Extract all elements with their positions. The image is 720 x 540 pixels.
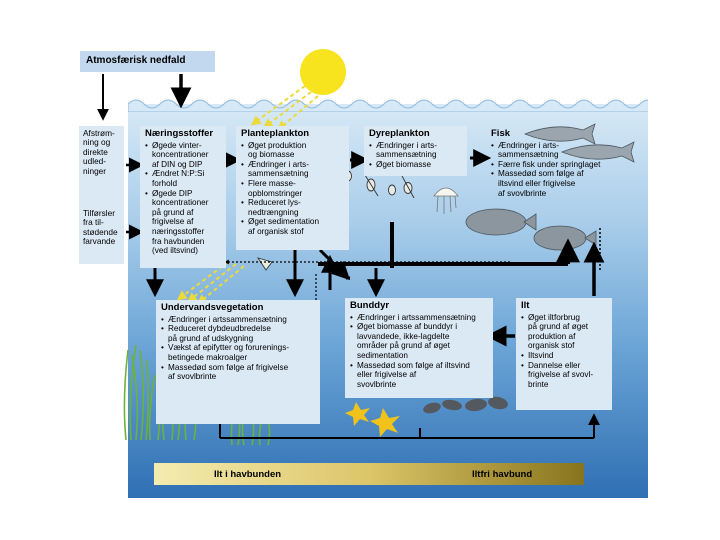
- seabed-oxygen-gradient-bar: Ilt i havbunden Iltfri havbund: [154, 463, 584, 485]
- nutrients-title: Næringsstoffer: [145, 128, 214, 139]
- anoxic-seabed-label: Iltfri havbund: [472, 469, 533, 480]
- fish-item: Færre fisk under springlaget: [491, 160, 607, 170]
- oxygen-item: Dannelse eller frigivelse af svovl- brin…: [521, 361, 607, 390]
- phytoplankton-item: Reduceret lys- nedtrængning: [241, 198, 344, 217]
- oxygen-item: Iltsvind: [521, 351, 607, 361]
- zooplankton-item: Øget biomasse: [369, 160, 462, 170]
- runoff-label: Afstrøm- ning og direkte udled- ninger: [83, 128, 115, 176]
- underwater-vegetation-title: Undervandsvegetation: [161, 302, 264, 313]
- oxygen-box: Ilt Øget iltforbrug på grund af øget pro…: [516, 298, 612, 410]
- process-arrows: [97, 74, 605, 439]
- water-surface: [128, 99, 648, 112]
- mussels-illustration: [423, 396, 508, 414]
- underwater-vegetation-item: Reduceret dybdeudbredelse på grund af ud…: [161, 324, 315, 343]
- starfish-icon: [345, 402, 370, 426]
- benthic-fauna-title: Bunddyr: [350, 300, 390, 311]
- underwater-vegetation-item: Massedød som følge af frigivelse af svov…: [161, 363, 315, 382]
- fish-item: Ændringer i arts- sammensætning: [491, 141, 607, 160]
- underwater-vegetation-item: Ændringer i artssammensætning: [161, 315, 315, 325]
- fish-box: Fisk Ændringer i arts- sammensætning Fær…: [486, 126, 612, 206]
- benthic-fauna-item: Øget biomasse af bunddyr i lavvandede, i…: [350, 322, 488, 360]
- sun-icon: [300, 49, 346, 95]
- phytoplankton-box: Planteplankton Øget produktion og biomas…: [236, 126, 349, 250]
- benthic-fauna-box: Bunddyr Ændringer i artssammensætning Øg…: [345, 298, 493, 398]
- flatfish-illustration: [465, 208, 597, 251]
- atmospheric-deposition-label: Atmosfærisk nedfald: [86, 55, 186, 66]
- benthic-fauna-item: Ændringer i artssammensætning: [350, 313, 488, 323]
- runoff-box: Afstrøm- ning og direkte udled- ninger: [79, 126, 124, 212]
- fish-item: Massedød som følge af iltsvind eller fri…: [491, 169, 607, 198]
- light-rays: [176, 85, 319, 305]
- inflow-label: Tilførsler fra til- stødende farvande: [83, 208, 118, 247]
- fish-title: Fisk: [491, 128, 511, 139]
- oxygen-seabed-label: Ilt i havbunden: [214, 469, 282, 480]
- starfish-icon: [370, 408, 400, 437]
- underwater-vegetation-box: Undervandsvegetation Ændringer i artssam…: [156, 300, 320, 424]
- zooplankton-box: Dyreplankton Ændringer i arts- sammensæt…: [364, 126, 467, 176]
- benthic-fauna-item: Massedød som følge af iltsvind eller fri…: [350, 361, 488, 390]
- nutrients-box: Næringsstoffer Øgede vinter- koncentrati…: [140, 126, 226, 268]
- underwater-vegetation-item: Vækst af epifytter og forurenings- betin…: [161, 343, 315, 362]
- oxygen-item: Øget iltforbrug på grund af øget produkt…: [521, 313, 607, 351]
- zooplankton-item: Ændringer i arts- sammensætning: [369, 141, 462, 160]
- atmospheric-deposition-box: Atmosfærisk nedfald: [80, 51, 215, 72]
- phytoplankton-item: Øget produktion og biomasse: [241, 141, 344, 160]
- phytoplankton-item: Ændringer i arts- sammensætning: [241, 160, 344, 179]
- phytoplankton-item: Øget sedimentation af organisk stof: [241, 217, 344, 236]
- nutrients-item: Øgede vinter- koncentrationer af DIN og …: [145, 141, 221, 170]
- inflow-box: Tilførsler fra til- stødende farvande: [79, 206, 124, 264]
- phytoplankton-item: Flere masse- opblomstringer: [241, 179, 344, 198]
- phytoplankton-title: Planteplankton: [241, 128, 310, 139]
- nutrients-item: Ændret N:P:Si forhold: [145, 169, 221, 188]
- oxygen-title: Ilt: [521, 300, 530, 311]
- zooplankton-title: Dyreplankton: [369, 128, 430, 139]
- jellyfish-illustration: [433, 187, 459, 214]
- nutrients-item: Øgede DIP koncentrationer på grund af fr…: [145, 189, 221, 256]
